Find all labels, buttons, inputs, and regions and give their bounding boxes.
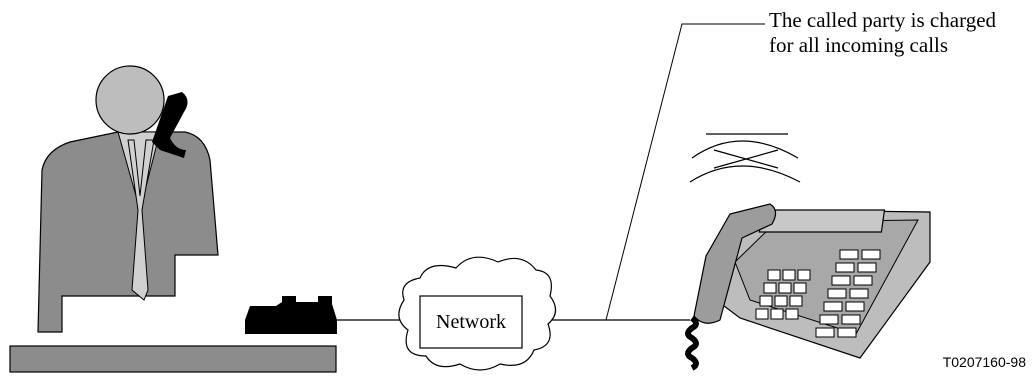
desk [10, 346, 336, 372]
desk-phone-icon [245, 296, 337, 334]
ringing-waves-icon [690, 134, 800, 182]
phone-display [759, 210, 884, 232]
charging-annotation: The called party is charged for all inco… [769, 8, 996, 58]
phone-cord [688, 318, 696, 368]
annotation-line-1: The called party is charged [769, 8, 996, 33]
caller-person [38, 66, 218, 332]
annotation-line-2: for all incoming calls [769, 33, 996, 58]
figure-reference: T0207160-98 [943, 354, 1026, 370]
called-telephone [688, 204, 930, 368]
caller-head [96, 66, 164, 134]
network-label: Network [420, 296, 522, 348]
